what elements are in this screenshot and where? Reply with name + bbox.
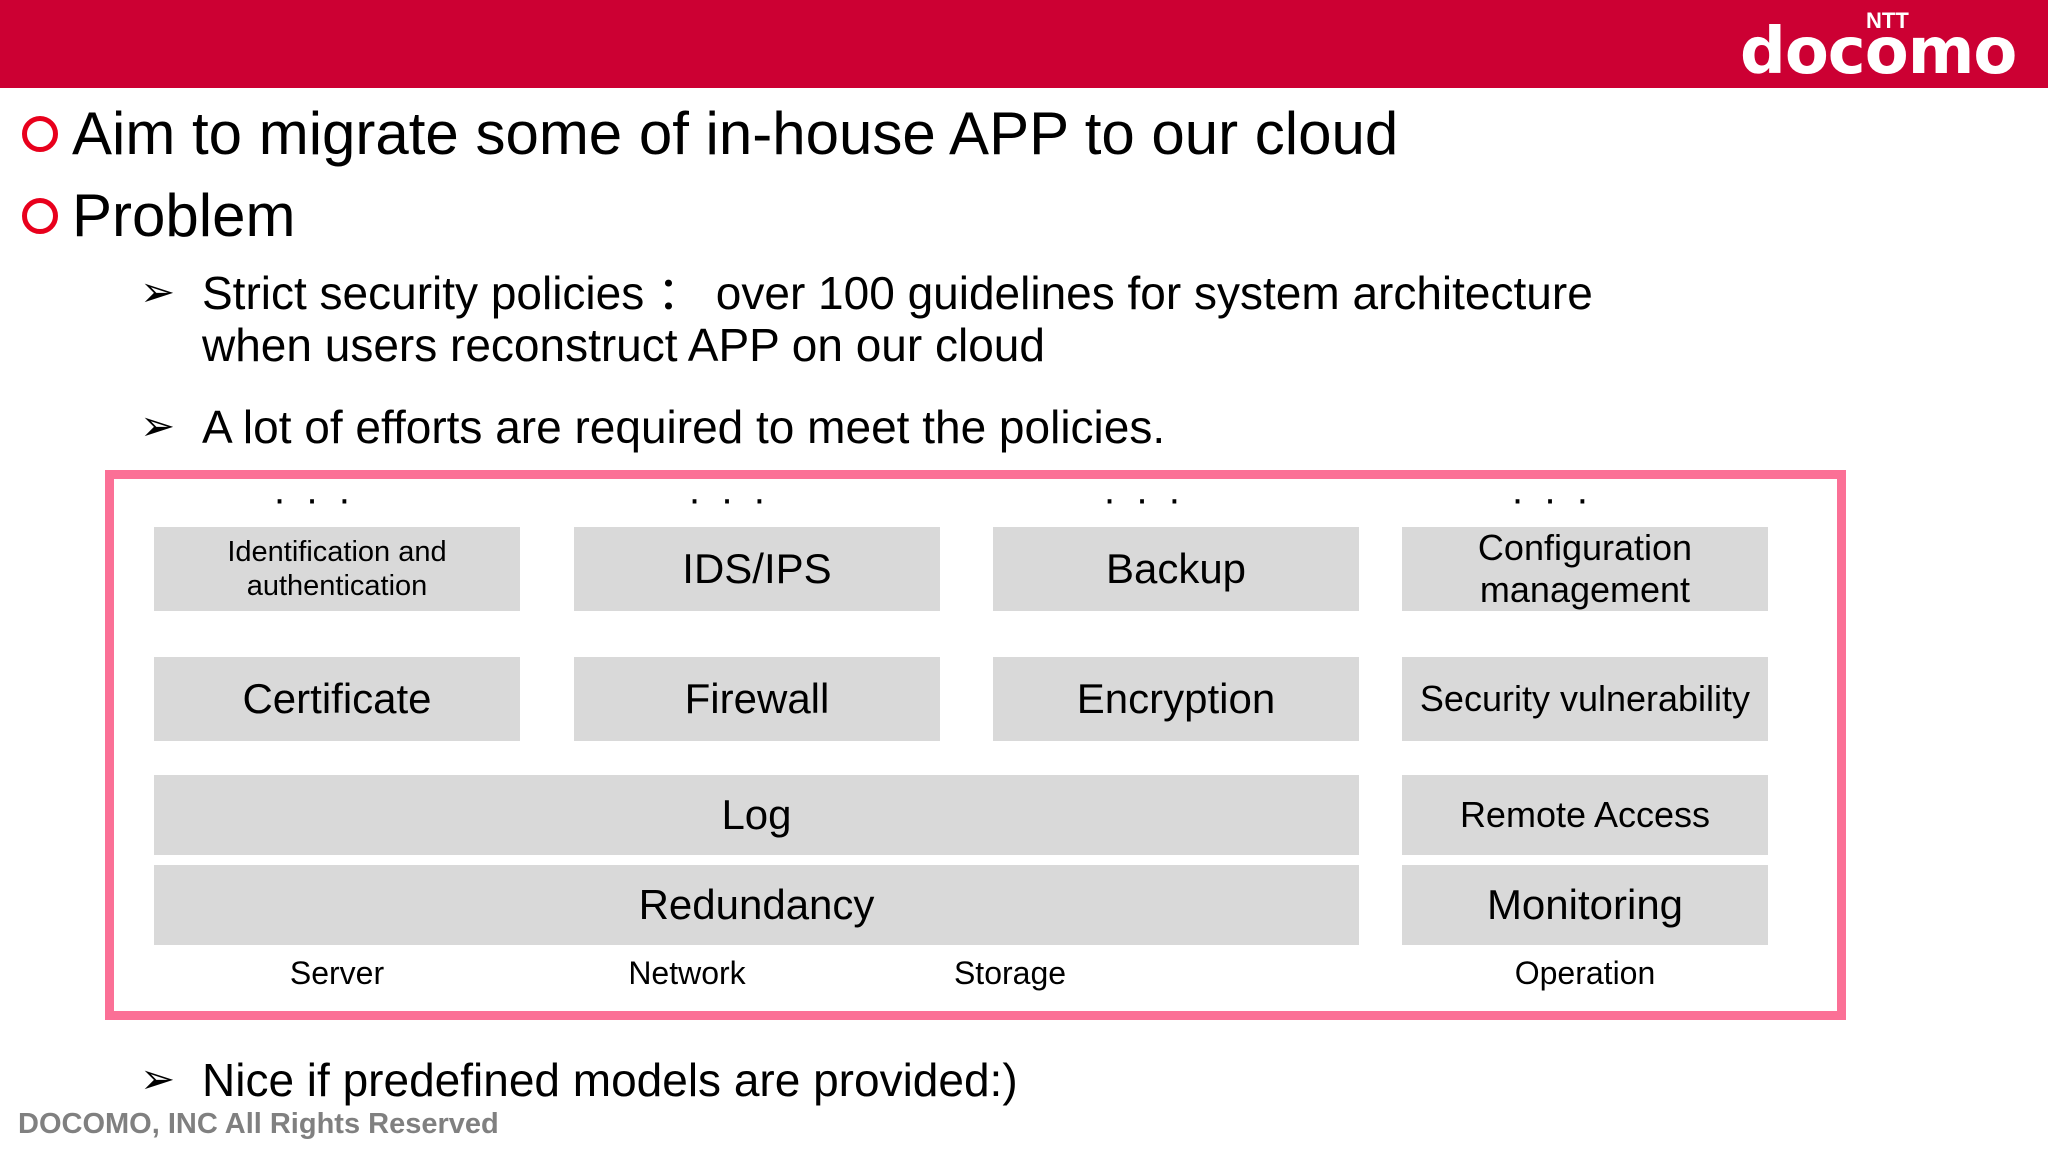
cell-ids-ips[interactable]: IDS/IPS bbox=[574, 527, 940, 611]
cell-log[interactable]: Log bbox=[154, 775, 1359, 855]
cell-monitoring[interactable]: Monitoring bbox=[1402, 865, 1768, 945]
cell-identification-and-authentication[interactable]: Identification and authentication bbox=[154, 527, 520, 611]
circle-outline-icon bbox=[22, 198, 58, 234]
cell-configuration-management[interactable]: Configuration management bbox=[1402, 527, 1768, 611]
ellipsis-icon: · · · bbox=[1102, 477, 1186, 521]
cell-redundancy[interactable]: Redundancy bbox=[154, 865, 1359, 945]
column-label-operation: Operation bbox=[1514, 955, 1656, 991]
column-label-storage: Storage bbox=[953, 955, 1067, 991]
docomo-logo: NTT docomo bbox=[1740, 8, 2020, 89]
arrow-bullet-icon: ➢ bbox=[140, 401, 176, 450]
arrow-bullet-icon: ➢ bbox=[140, 267, 176, 316]
header-bar: NTT docomo bbox=[0, 0, 2048, 88]
docomo-wordmark: docomo bbox=[1740, 15, 2017, 89]
cell-certificate[interactable]: Certificate bbox=[154, 657, 520, 741]
bullet-problem: Problem bbox=[22, 186, 295, 246]
cell-backup[interactable]: Backup bbox=[993, 527, 1359, 611]
bullet-line: A lot of efforts are required to meet th… bbox=[202, 401, 1166, 453]
bullet-predefined-models-label: Nice if predefined models are provided:) bbox=[202, 1054, 1018, 1107]
bullet-strict-policies: ➢ Strict security policies ： over 100 gu… bbox=[140, 267, 1593, 371]
column-label-server: Server bbox=[289, 955, 385, 991]
bullet-efforts-label: A lot of efforts are required to meet th… bbox=[202, 401, 1166, 454]
cell-remote-access[interactable]: Remote Access bbox=[1402, 775, 1768, 855]
bullet-aim-label: Aim to migrate some of in-house APP to o… bbox=[72, 100, 1399, 167]
ntt-logo-superscript: NTT bbox=[1866, 8, 1909, 33]
bullet-line: Nice if predefined models are provided:) bbox=[202, 1054, 1018, 1106]
cell-encryption[interactable]: Encryption bbox=[993, 657, 1359, 741]
copyright-footer: DOCOMO, INC All Rights Reserved bbox=[18, 1108, 499, 1140]
bullet-aim: Aim to migrate some of in-house APP to o… bbox=[22, 104, 1398, 164]
bullet-efforts: ➢ A lot of efforts are required to meet … bbox=[140, 401, 1166, 454]
bullet-line: Strict security policies ： over 100 guid… bbox=[202, 267, 1593, 319]
arrow-bullet-icon: ➢ bbox=[140, 1054, 176, 1103]
ellipsis-icon: · · · bbox=[272, 477, 356, 521]
cell-firewall[interactable]: Firewall bbox=[574, 657, 940, 741]
ellipsis-row: · · · · · · · · · · · · bbox=[114, 477, 1837, 521]
security-policy-diagram: · · · · · · · · · · · · Identification a… bbox=[105, 470, 1846, 1020]
ellipsis-icon: · · · bbox=[687, 477, 771, 521]
column-label-network: Network bbox=[628, 955, 746, 991]
cell-security-vulnerability[interactable]: Security vulnerability bbox=[1402, 657, 1768, 741]
circle-outline-icon bbox=[22, 116, 58, 152]
bullet-problem-label: Problem bbox=[72, 182, 296, 249]
ellipsis-icon: · · · bbox=[1510, 477, 1594, 521]
bullet-line: when users reconstruct APP on our cloud bbox=[202, 318, 1045, 371]
bullet-predefined-models: ➢ Nice if predefined models are provided… bbox=[140, 1054, 1018, 1107]
bullet-strict-policies-label: Strict security policies ： over 100 guid… bbox=[202, 267, 1593, 371]
